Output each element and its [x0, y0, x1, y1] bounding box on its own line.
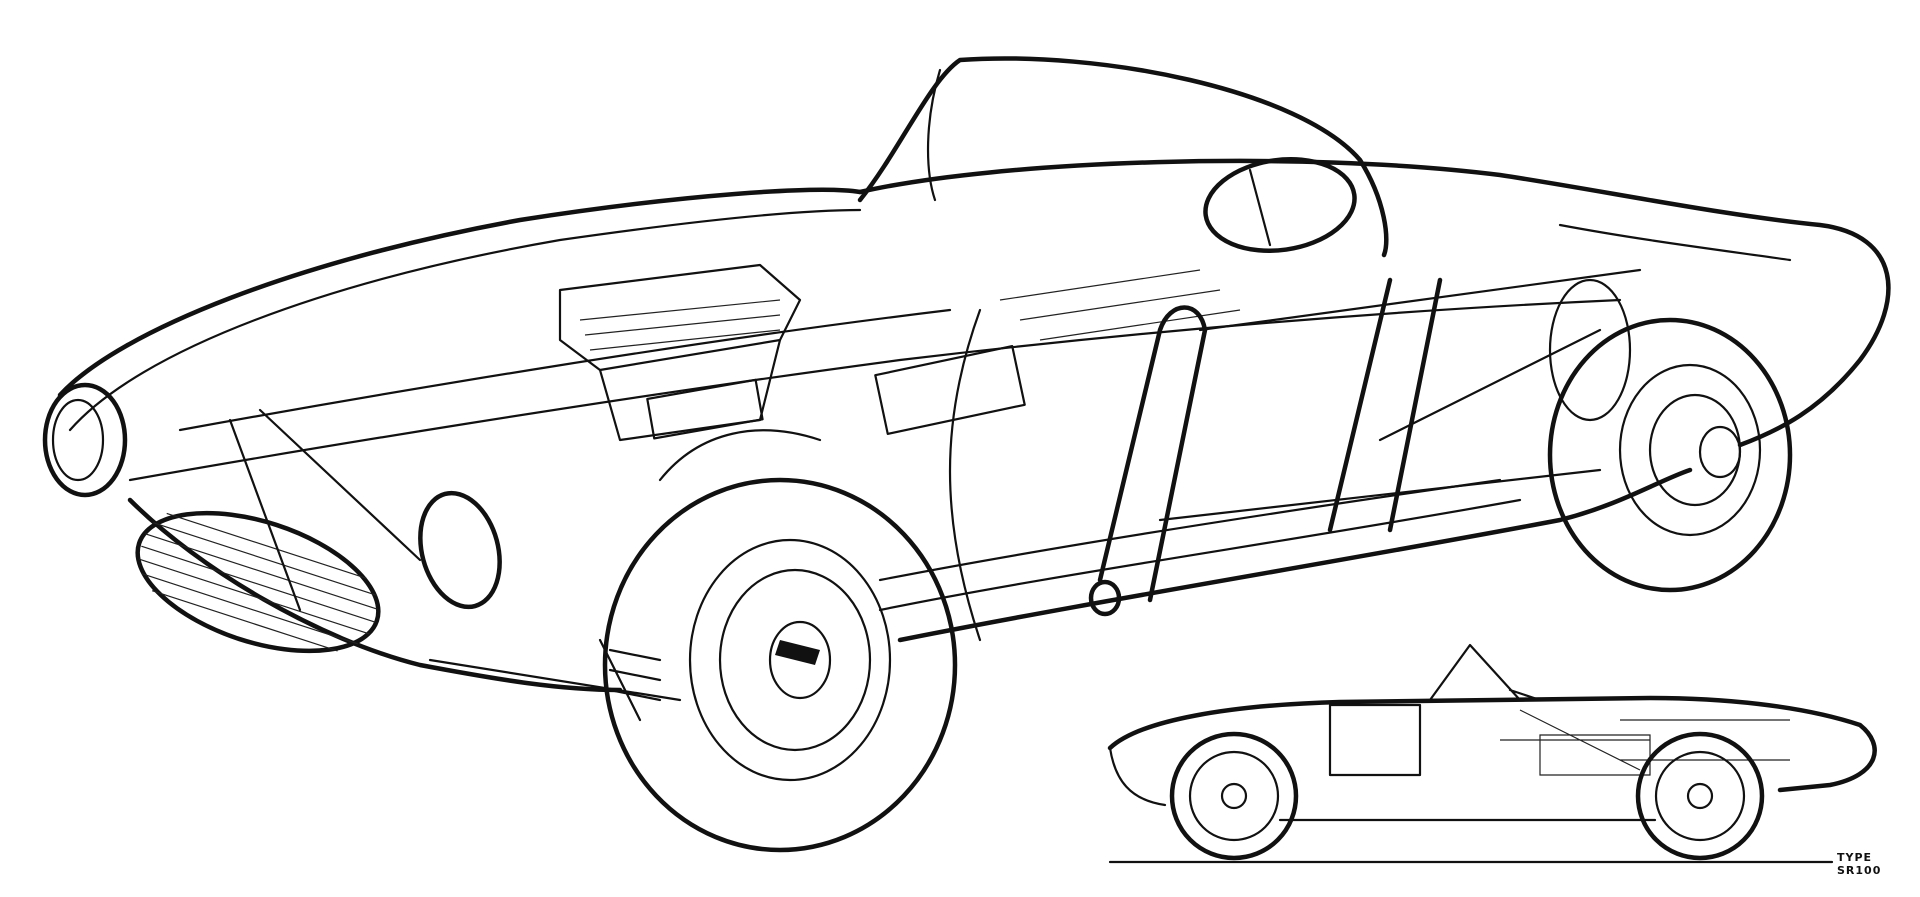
- engine: [558, 263, 1241, 442]
- inner-lamp: [418, 490, 502, 610]
- headlamp: [42, 382, 128, 498]
- main-car-body: [57, 158, 1891, 693]
- grille: [135, 510, 381, 654]
- caption-label: TYPE SR100: [1837, 851, 1882, 877]
- rear-wheel: [1547, 278, 1793, 593]
- steering-wheel: [1203, 156, 1357, 254]
- exhaust-joint: [1088, 579, 1122, 617]
- side-view-car: [1107, 643, 1877, 864]
- front-wheel: [602, 477, 958, 853]
- chassis-frame: [228, 268, 1642, 642]
- windscreen: [857, 56, 1389, 258]
- suspension: [428, 638, 682, 722]
